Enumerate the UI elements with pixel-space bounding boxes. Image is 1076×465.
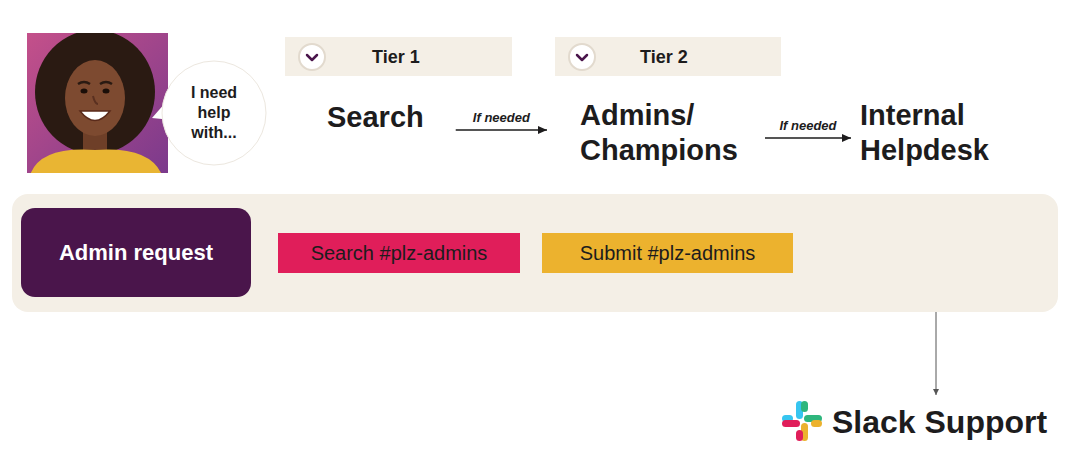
flow-arrow [456,129,547,131]
brand-label: Slack Support [832,403,1047,441]
bubble-circle [162,61,266,165]
tier-band: Tier 1 [285,37,512,76]
brand-node: Slack Support [776,396,1051,448]
request-box: Admin request [21,208,251,297]
action-box: Search #plz-admins [278,233,520,273]
bubble-text: I need help with... [178,83,250,143]
step-title: Internal Helpdesk [860,98,1030,168]
action-label: Search #plz-admins [311,241,488,265]
tier-label: Tier 1 [372,46,420,68]
slack-logo [782,401,822,441]
step-node: Admins/ Champions [548,98,765,168]
chevron-icon [569,44,595,70]
speech-bubble: I need help with... [160,60,268,166]
photo-figure [27,33,168,173]
edge-label: If needed [777,118,838,133]
step-title: Search [327,100,424,135]
action-box: Submit #plz-admins [542,233,793,273]
request-band: Admin request Search #plz-admins Submit #p… [12,194,1058,312]
tier-band: Tier 2 [555,37,781,76]
chevron-icon [299,44,325,70]
action-label: Submit #plz-admins [580,241,756,265]
step-node: Search [327,98,456,137]
flow-arrow [765,137,851,139]
step-node: Internal Helpdesk [852,98,1034,168]
step-title: Admins/ Champions [580,98,755,168]
flow-arrow [936,312,937,395]
request-label: Admin request [59,239,213,266]
tier-label: Tier 2 [640,46,688,68]
edge-label: If needed [471,110,532,125]
